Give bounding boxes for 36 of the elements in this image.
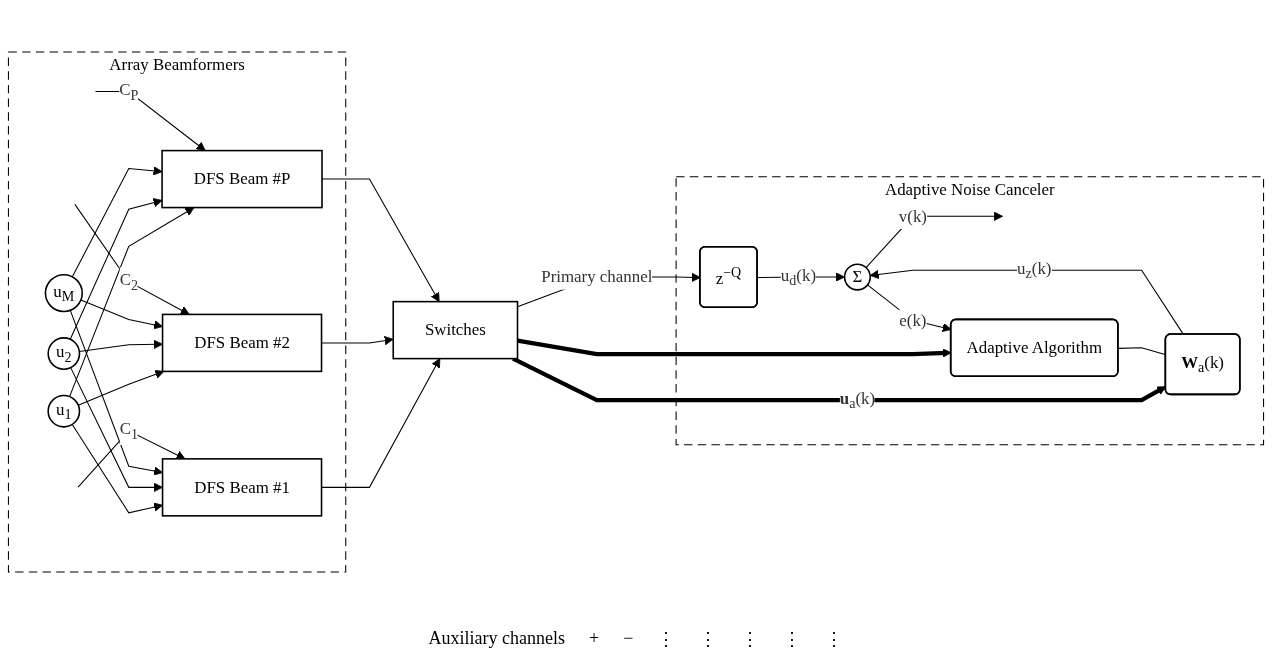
node-circle: u$_{1}$ xyxy=(47,394,81,428)
arrow xyxy=(321,336,394,346)
edge-label: u$_{a}$(k) xyxy=(839,388,876,412)
arrow xyxy=(74,203,190,315)
node-box: DFS Beam #P xyxy=(161,149,323,209)
edge-label: v(k) xyxy=(898,206,927,225)
edge-label: u$_{z}$(k) xyxy=(1017,259,1052,282)
node-circle: Σ xyxy=(843,263,872,291)
node-circle: u$_{2}$ xyxy=(47,337,81,370)
note-text: ⋮ xyxy=(741,628,760,650)
note-text: ⋮ xyxy=(699,628,718,650)
node-circle: u$_{M}$ xyxy=(44,273,84,313)
note-text: + xyxy=(589,628,600,650)
edge-label: C$_{P}$ xyxy=(119,80,139,103)
arrow xyxy=(69,309,163,476)
note-text: ⋮ xyxy=(825,628,844,650)
note-text: ⋮ xyxy=(657,628,676,650)
note-text: − xyxy=(623,628,634,650)
edge-label: u$_{d}$(k) xyxy=(780,265,816,289)
arrow xyxy=(80,299,163,330)
edge-label: C$_{1}$ xyxy=(119,419,138,442)
edge-label: C$_{2}$ xyxy=(119,270,138,293)
note-text: Auxiliary channels xyxy=(428,628,566,650)
edge-label: Primary channel xyxy=(541,267,653,286)
arrow xyxy=(321,358,441,488)
edge-label: e(k) xyxy=(899,310,927,329)
note-text: ⋮ xyxy=(783,628,802,650)
arrow xyxy=(71,423,163,514)
arrow xyxy=(77,369,165,406)
arrow xyxy=(71,166,163,278)
arrow xyxy=(69,207,195,398)
arrow xyxy=(70,367,163,492)
node-box: DFS Beam #1 xyxy=(161,458,323,517)
arrow xyxy=(69,198,163,340)
node-box: DFS Beam #2 xyxy=(161,313,323,373)
node-box: Switches xyxy=(392,300,519,360)
